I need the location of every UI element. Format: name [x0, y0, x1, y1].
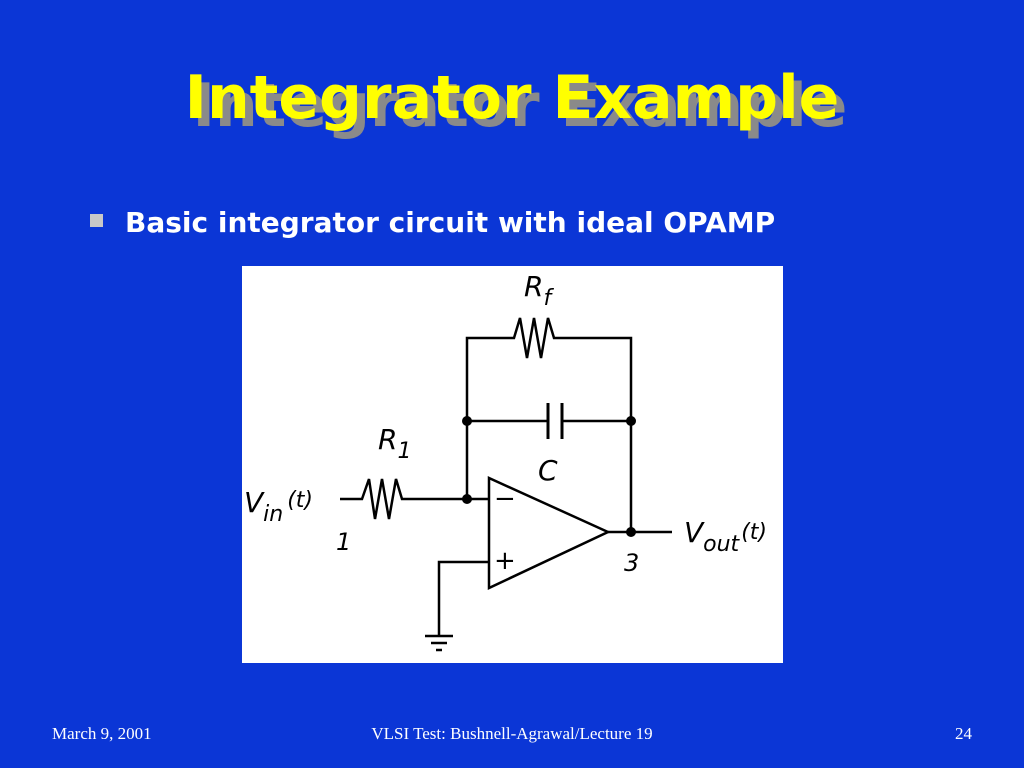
output-node-number: 3 — [624, 549, 639, 577]
circuit-svg: Rf C R1 Vin(t) Vout(t) 1 3 − + — [244, 270, 767, 652]
input-resistor-label: R1 — [378, 423, 411, 464]
integrator-circuit-diagram: Rf C R1 Vin(t) Vout(t) 1 3 − + — [242, 266, 783, 663]
junction-dots — [462, 416, 636, 537]
output-voltage-label: Vout(t) — [684, 516, 767, 557]
slide-title-group: Integrator Example Integrator Example — [0, 58, 1024, 148]
capacitor-label: C — [538, 454, 558, 487]
slide-title-shadow: Integrator Example — [192, 71, 848, 141]
opamp-plus-sign: + — [494, 546, 516, 576]
bullet-text: Basic integrator circuit with ideal OPAM… — [125, 205, 776, 239]
input-voltage-label: Vin(t) — [244, 486, 313, 527]
square-bullet-icon — [90, 213, 103, 227]
bullet-item: Basic integrator circuit with ideal OPAM… — [90, 200, 775, 244]
footer-page-number: 24 — [955, 724, 972, 743]
input-resistor-wire — [340, 478, 489, 520]
ground-icon — [425, 634, 453, 652]
footer-course: VLSI Test: Bushnell-Agrawal/Lecture 19 — [371, 724, 653, 743]
opamp-triangle — [487, 476, 611, 590]
slide-title: Integrator Example — [184, 63, 840, 133]
opamp-minus-sign: − — [494, 484, 516, 514]
ground-wire — [437, 560, 489, 636]
feedback-resistor-wire — [465, 317, 633, 532]
capacitor-symbol — [546, 403, 564, 439]
footer-date: March 9, 2001 — [52, 724, 152, 743]
input-node-number: 1 — [336, 528, 351, 556]
circuit-wires — [340, 317, 672, 636]
feedback-resistor-label: Rf — [524, 270, 554, 311]
